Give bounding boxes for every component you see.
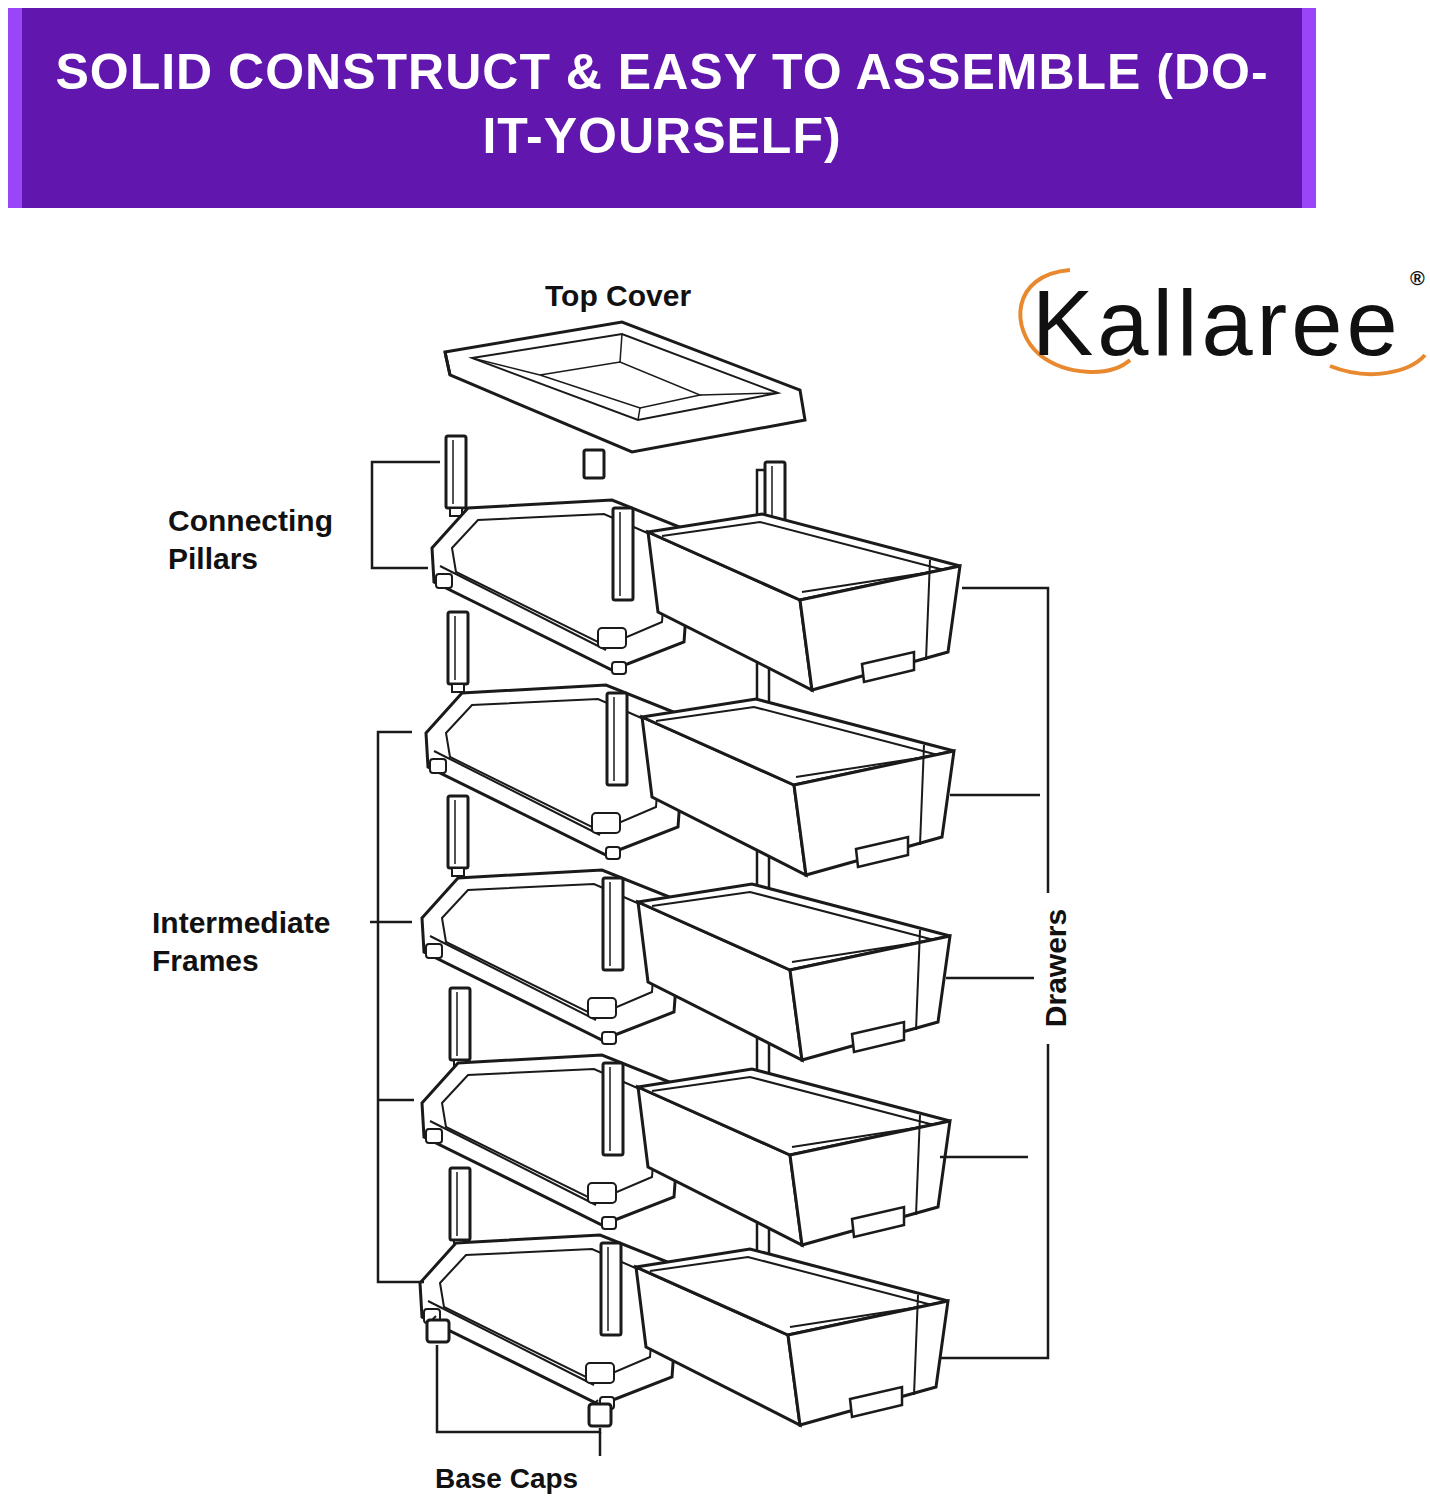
drawer-tier: [422, 870, 950, 1060]
drawer-tier: [422, 1055, 950, 1245]
connecting-pillar: [450, 1168, 470, 1248]
title: SOLID CONSTRUCT & EASY TO ASSEMBLE (DO-I…: [52, 40, 1272, 168]
top-cover: [445, 322, 805, 452]
drawer-tier: [426, 685, 954, 875]
drawer-tier: [432, 500, 960, 690]
registered-mark: ®: [1410, 266, 1428, 290]
connecting-pillar: [446, 436, 466, 516]
part-label: Drawers: [1038, 909, 1074, 1027]
base-cap: [427, 1316, 611, 1426]
part-label: Intermediate Frames: [152, 904, 367, 980]
title-banner: SOLID CONSTRUCT & EASY TO ASSEMBLE (DO-I…: [8, 8, 1316, 208]
connecting-pillar: [448, 612, 468, 692]
connecting-pillar: [448, 796, 468, 876]
part-label: Base Caps: [435, 1462, 655, 1496]
connecting-pillar: [584, 450, 604, 478]
drawer-tier: [420, 1235, 948, 1425]
brand-logo: Kallaree: [1032, 268, 1424, 378]
part-label: Connecting Pillars: [168, 502, 368, 578]
connecting-pillar: [450, 988, 470, 1068]
part-label: Top Cover: [545, 278, 785, 314]
leader-bracket: [370, 462, 1048, 1456]
